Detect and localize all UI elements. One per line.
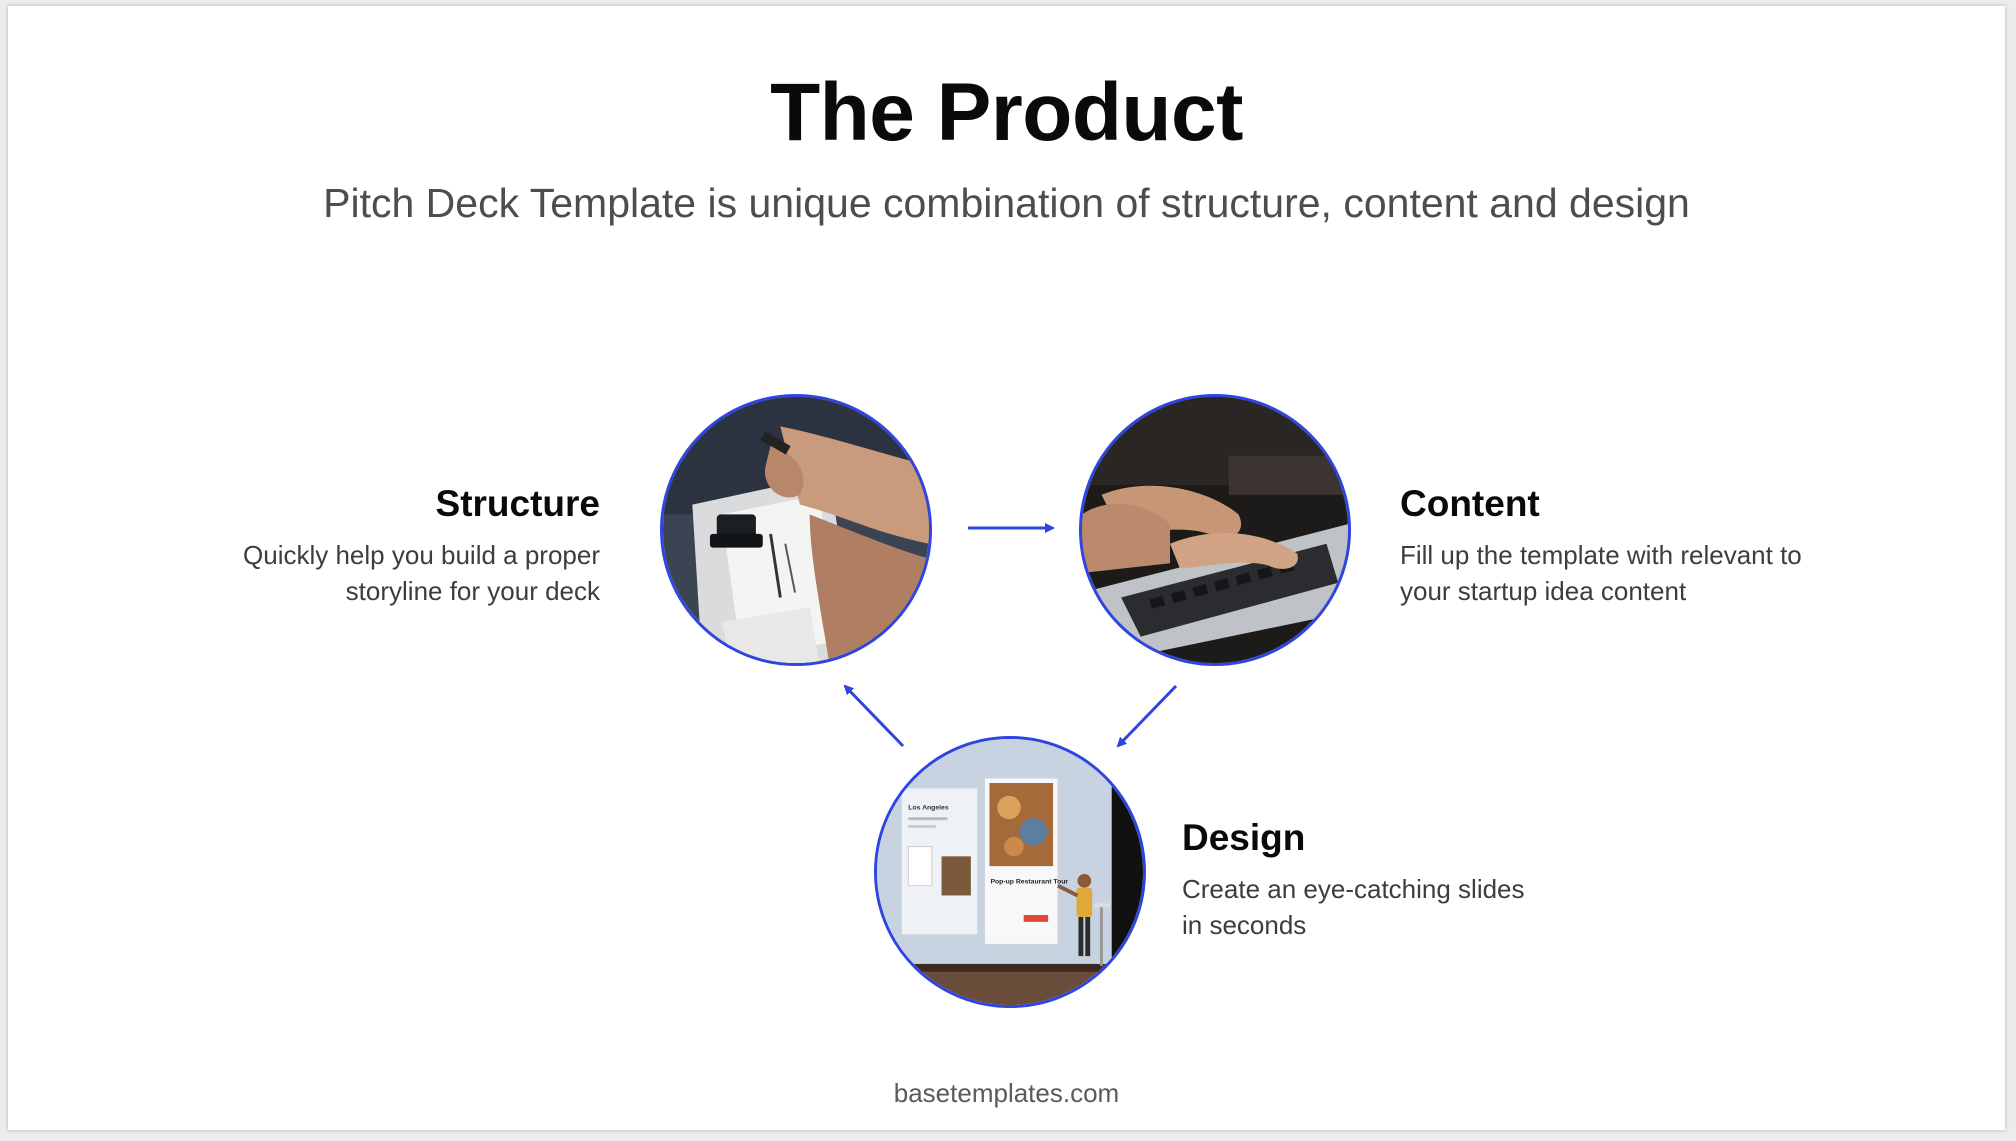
design-description: Create an eye-catching slides in seconds xyxy=(1182,874,1525,940)
screen-heading: Los Angeles xyxy=(908,804,949,811)
structure-image xyxy=(660,394,932,666)
content-image xyxy=(1079,394,1351,666)
screen-card-title: Pop-up Restaurant Tour xyxy=(990,879,1068,886)
footer-website: basetemplates.com xyxy=(893,1078,1120,1108)
arrow-content-to-design xyxy=(1116,684,1178,748)
structure-description: Quickly help you build a proper storylin… xyxy=(243,540,600,606)
slide: The Product Pitch Deck Template is uniqu… xyxy=(8,6,2005,1130)
hands-typing-on-laptop-photo xyxy=(1082,397,1348,663)
structure-title: Structure xyxy=(435,483,600,524)
design-title: Design xyxy=(1182,817,1306,858)
page-title: The Product xyxy=(770,67,1243,158)
page-subtitle: Pitch Deck Template is unique combinatio… xyxy=(323,180,1690,226)
presenter-on-stage-photo: Los Angeles Pop-up Restaurant Tour xyxy=(877,739,1143,1005)
content-description: Fill up the template with relevant to yo… xyxy=(1400,540,1802,606)
hands-writing-on-clipboard-photo xyxy=(663,397,929,663)
design-image: Los Angeles Pop-up Restaurant Tour xyxy=(874,736,1146,1008)
content-title: Content xyxy=(1400,483,1540,524)
arrow-design-to-structure xyxy=(843,684,905,748)
